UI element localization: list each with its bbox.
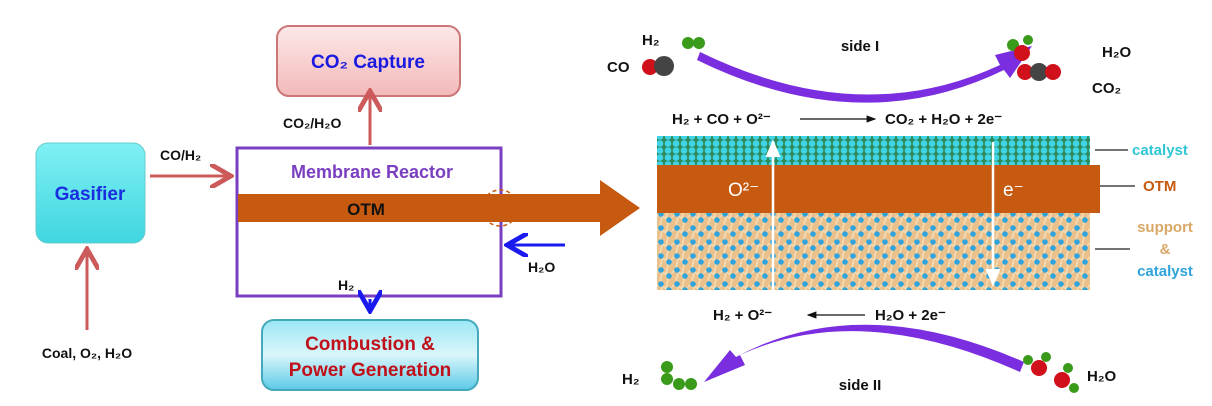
equation-bottom-left: H₂ + O²⁻ (713, 307, 772, 324)
equation-bottom-right: H₂O + 2e⁻ (875, 307, 946, 324)
otm-label: OTM (347, 200, 385, 219)
membrane-reactor-label: Membrane Reactor (291, 162, 453, 182)
exhaust-label: CO₂/H₂O (283, 115, 341, 131)
support-label-2: & (1160, 241, 1171, 258)
combustion-label-2: Power Generation (289, 360, 452, 381)
product-co2-label: CO₂ (1092, 80, 1121, 97)
reactant-h2-label: H₂ (642, 32, 660, 49)
support-catalyst-layer (657, 213, 1090, 290)
h2o-label: H₂O (528, 259, 555, 275)
h2-label: H₂ (338, 277, 354, 293)
feed-label: Coal, O₂, H₂O (42, 345, 132, 361)
membrane-reactor-box: Membrane Reactor OTM (235, 146, 503, 298)
co2-capture-box: CO₂ Capture (276, 25, 461, 97)
catalyst-label: catalyst (1132, 142, 1188, 159)
zoom-circle (481, 189, 519, 227)
side-2-arrow (704, 324, 1024, 382)
co2-molecule-icon (1017, 63, 1061, 81)
equation-top-right: CO₂ + H₂O + 2e⁻ (885, 111, 1002, 128)
support-label-3: catalyst (1137, 263, 1193, 280)
co-molecule-icon (642, 56, 674, 76)
co2-capture-label: CO₂ Capture (311, 52, 425, 73)
combustion-label-1: Combustion & (305, 334, 435, 355)
otm-band (238, 194, 500, 222)
side-1-label: side I (841, 38, 879, 55)
product-h2o-label: H₂O (1102, 44, 1131, 61)
support-label-1: support (1137, 219, 1193, 236)
h2-product-molecules-icon (661, 361, 697, 390)
combustion-box: Combustion & Power Generation (261, 319, 479, 391)
electron-label: e⁻ (1003, 180, 1024, 201)
h2-molecule-icon (682, 37, 705, 49)
bottom-h2-label: H₂ (622, 371, 640, 388)
otm-layer (657, 165, 1100, 213)
side-1-arrow (697, 46, 1032, 103)
otm-layer-label: OTM (1143, 178, 1176, 195)
gasifier-label: Gasifier (55, 184, 126, 205)
side-2-label: side II (839, 377, 882, 394)
syngas-label: CO/H₂ (160, 147, 201, 163)
h2o-reactant-molecules-icon (1023, 352, 1079, 393)
zoom-arrow (500, 180, 640, 236)
equation-top-left: H₂ + CO + O²⁻ (672, 111, 771, 128)
oxygen-ion-label: O²⁻ (728, 180, 759, 201)
reactant-co-label: CO (607, 59, 630, 76)
bottom-h2o-label: H₂O (1087, 368, 1116, 385)
catalyst-layer (657, 136, 1090, 166)
gasifier-box: Gasifier (35, 142, 146, 244)
h2o-molecule-icon (1007, 35, 1033, 61)
